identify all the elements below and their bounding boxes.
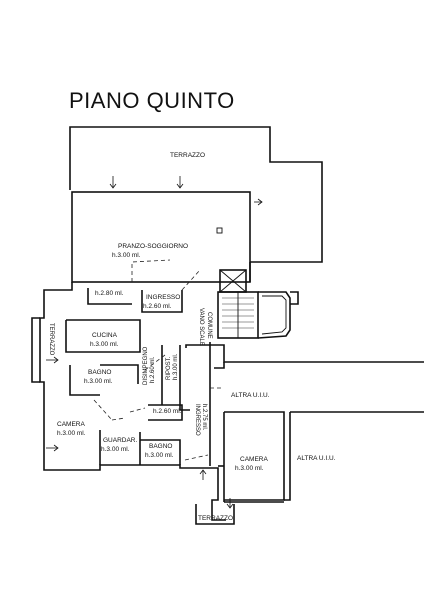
terrazzo-bottom-area (195, 504, 235, 525)
label-cucina: CUCINA (92, 332, 118, 339)
pranzo-soggiorno-room (71, 176, 263, 283)
terrazzo-left-area (31, 317, 59, 452)
label-ingresso-h: h.2.60 ml. (143, 303, 172, 310)
label-camera1-h: h.3.00 ml. (57, 430, 86, 437)
label-terrazzo-bottom: TERRAZZO (198, 515, 233, 522)
label-cucina-h: h.3.00 ml. (90, 341, 119, 348)
label-guardaroba: GUARDAR. (103, 437, 138, 444)
door-swings (93, 259, 224, 461)
label-terrazzo-top: TERRAZZO (170, 152, 205, 159)
label-bagno2-h: h.3.00 ml. (145, 452, 174, 459)
stair-core (217, 269, 299, 339)
label-vano-scale: VANO SCALE (198, 308, 204, 346)
label-bagno2: BAGNO (149, 443, 172, 450)
label-terrazzo-left: TERRAZZO (48, 323, 54, 356)
label-altra-uiu-1: ALTRA U.I.U. (231, 392, 270, 399)
label-camera2-h: h.3.00 ml. (235, 465, 264, 472)
label-ripostiglio: RIPOST. (166, 356, 172, 380)
terrazzo-top-area (69, 126, 323, 263)
label-ripostiglio-h: h.3.00 ml. (173, 353, 179, 380)
label-camera2: CAMERA (240, 456, 268, 463)
label-ingresso: INGRESSO (146, 294, 180, 301)
label-bagno1: BAGNO (88, 369, 111, 376)
label-altra-uiu-2: ALTRA U.I.U. (297, 455, 336, 462)
label-disimpegno: DISIMPEGNO (143, 346, 149, 385)
label-pranzo-h: h.3.00 ml. (112, 252, 141, 259)
label-bagno1-h: h.3.00 ml. (84, 378, 113, 385)
label-h260: h.2.60 ml. (153, 408, 182, 415)
label-h280: h.2.80 ml. (95, 290, 124, 297)
altra-uiu-area (185, 344, 424, 509)
label-pranzo: PRANZO-SOGGIORNO (118, 243, 188, 250)
plan-title: PIANO QUINTO (69, 88, 235, 113)
label-ingresso2-h: h.2.75 ml. (201, 404, 207, 431)
label-guardaroba-h: h.3.00 ml. (101, 446, 130, 453)
label-comune: COMUNE (206, 312, 212, 339)
label-camera1: CAMERA (57, 421, 85, 428)
label-disimpegno-h: h.2.60 ml. (150, 356, 156, 383)
apartment-walls (39, 262, 251, 521)
label-ingresso2: INGRESSO (194, 404, 200, 436)
